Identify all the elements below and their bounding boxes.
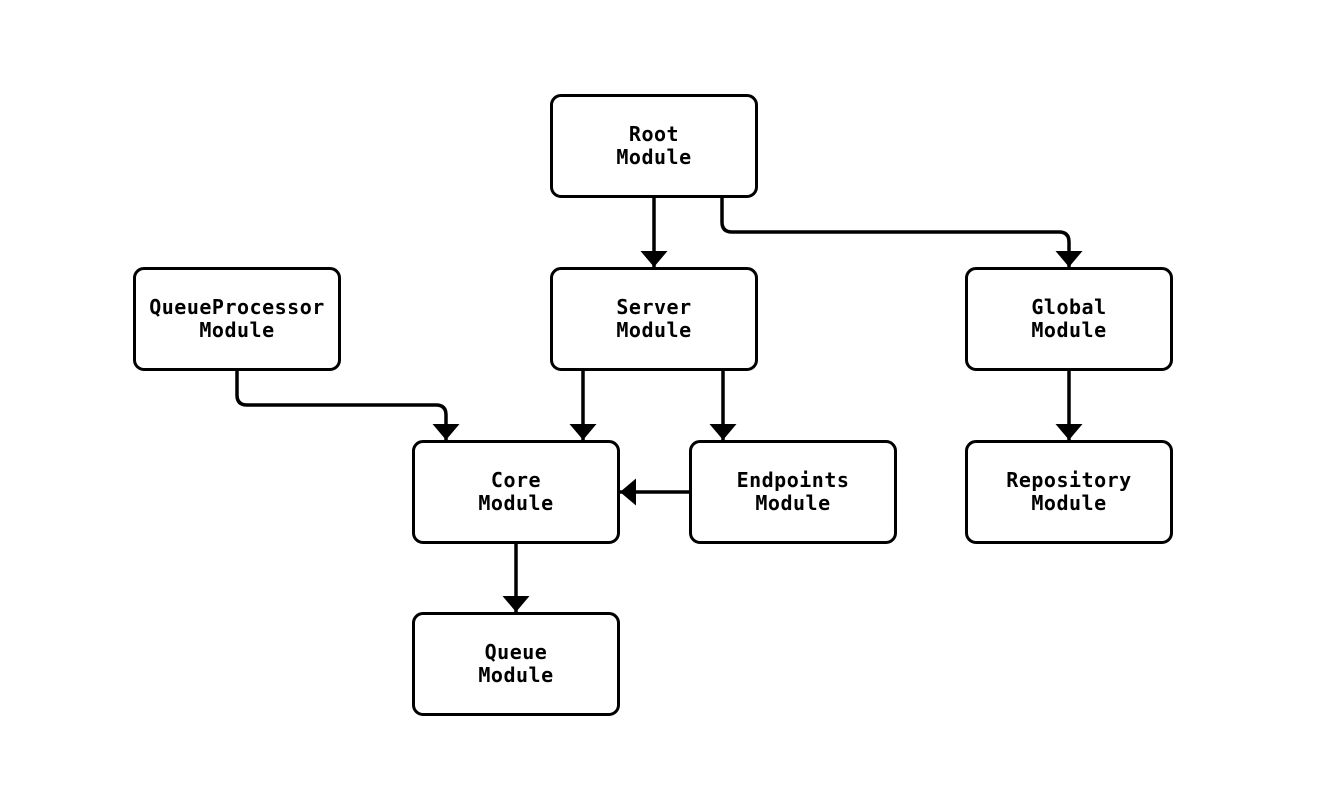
edge-root-to-global xyxy=(720,198,1083,267)
node-server-module-label: Server Module xyxy=(616,295,692,342)
edge-queueprocessor-to-core xyxy=(235,371,460,440)
node-core-module-label: Core Module xyxy=(478,468,554,515)
node-queue-module: Queue Module xyxy=(412,612,620,716)
node-server-module: Server Module xyxy=(550,267,758,371)
node-core-module: Core Module xyxy=(412,440,620,544)
node-repository-module: Repository Module xyxy=(965,440,1173,544)
node-queueprocessor-module: QueueProcessor Module xyxy=(133,267,341,371)
node-global-module: Global Module xyxy=(965,267,1173,371)
node-endpoints-module: Endpoints Module xyxy=(689,440,897,544)
node-repository-module-label: Repository Module xyxy=(1006,468,1132,515)
node-endpoints-module-label: Endpoints Module xyxy=(736,468,850,515)
node-global-module-label: Global Module xyxy=(1031,295,1107,342)
node-queue-module-label: Queue Module xyxy=(478,640,554,687)
node-root-module-label: Root Module xyxy=(616,122,692,169)
node-queueprocessor-module-label: QueueProcessor Module xyxy=(149,295,325,342)
node-root-module: Root Module xyxy=(550,94,758,198)
